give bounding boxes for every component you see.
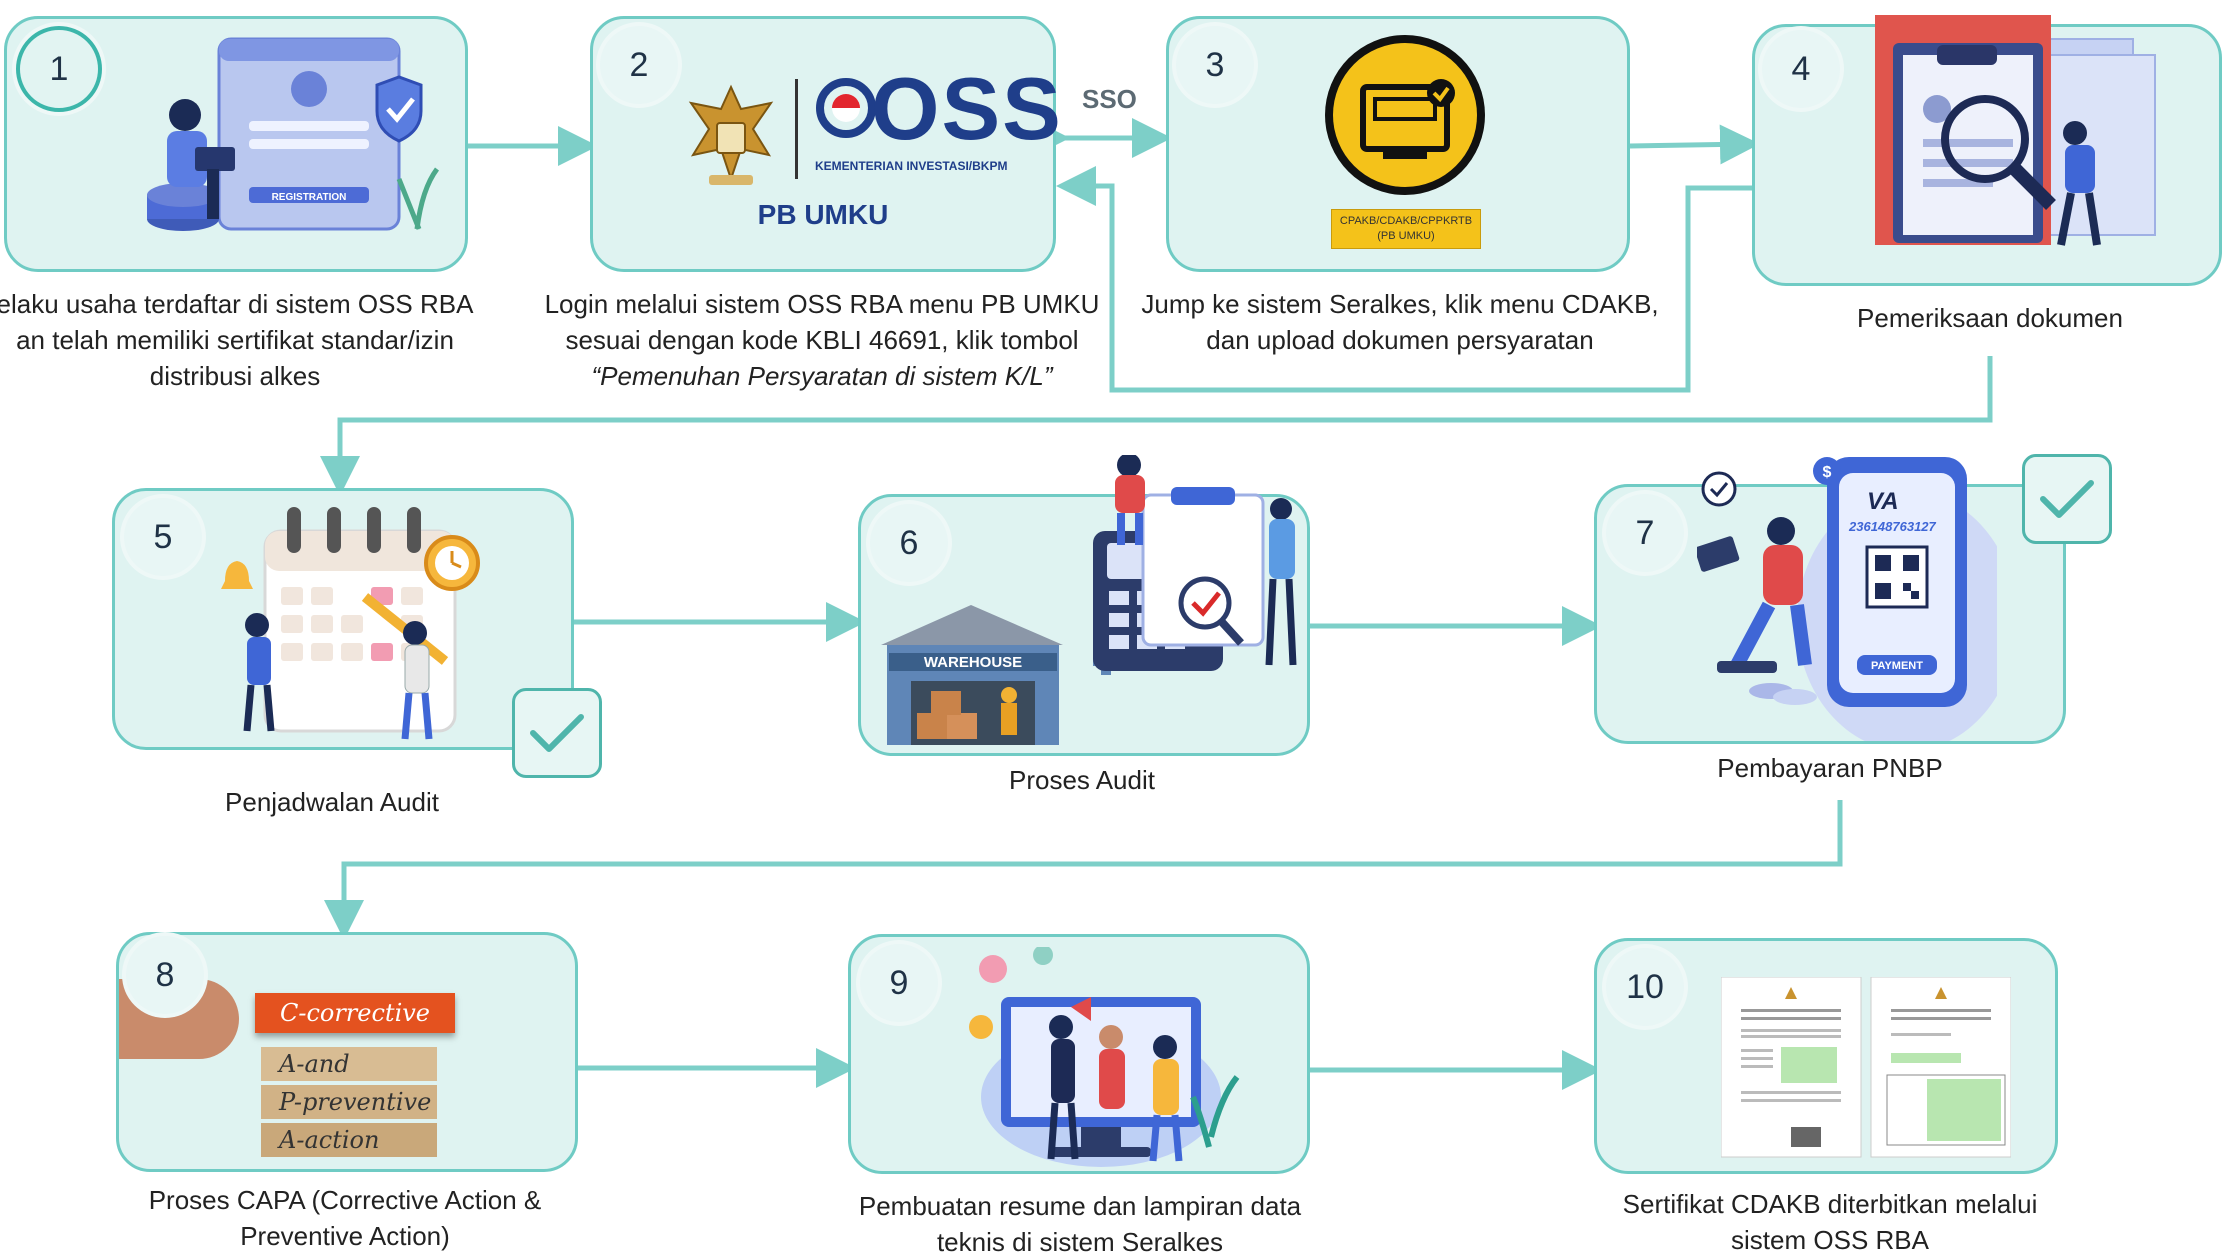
resume-creation-illustration — [969, 947, 1240, 1167]
step-3-caption-line-2: dan upload dokumen persyaratan — [1206, 325, 1594, 355]
document-badge-line2: (PB UMKU) — [1377, 230, 1435, 242]
step-6-number: 6 — [870, 504, 948, 582]
document-badge-line1: CPAKB/CDAKB/CPPKRTB — [1339, 215, 1473, 227]
registration-button-text: REGISTRATION — [272, 192, 347, 203]
capa-block-1: C-corrective — [255, 993, 455, 1033]
step-5-check-icon — [512, 688, 602, 778]
step-5-caption-line-1: Penjadwalan Audit — [225, 787, 439, 817]
step-9-caption: Pembuatan resume dan lampiran data tekni… — [810, 1188, 1350, 1260]
step-1-caption-line-2: an telah memiliki sertifikat standar/izi… — [16, 325, 454, 355]
step-1-number: 1 — [16, 26, 102, 112]
capa-block-2: A-and — [261, 1047, 437, 1081]
registration-illustration: REGISTRATION — [147, 37, 440, 231]
warehouse-sign-text: WAREHOUSE — [924, 654, 1022, 671]
step-6-caption: Proses Audit — [862, 762, 1302, 798]
step-3-caption-line-1: Jump ke sistem Seralkes, klik menu CDAKB… — [1141, 289, 1659, 319]
logo-divider — [795, 79, 798, 179]
step-10-caption-line-1: Sertifikat CDAKB diterbitkan melalui — [1622, 1189, 2038, 1219]
oss-logo-subtext: KEMENTERIAN INVESTASI/BKPM — [815, 159, 1008, 173]
document-review-illustration — [1875, 15, 2156, 246]
step-9-caption-line-1: Pembuatan resume dan lampiran data — [858, 1191, 1302, 1221]
step-9-caption-line-2: teknis di sistem Seralkes — [936, 1227, 1224, 1257]
step-9-number: 9 — [860, 944, 938, 1022]
arrow-return-2 — [1056, 166, 1760, 393]
step-1-caption: elaku usaha terdaftar di sistem OSS RBA … — [0, 286, 510, 394]
step-6-box: WAREHOUSE — [858, 455, 1310, 756]
step-6-caption-line-1: Proses Audit — [1009, 765, 1155, 795]
step-8-caption: Proses CAPA (Corrective Action & Prevent… — [80, 1182, 610, 1254]
step-4-caption: Pemeriksaan dokumen — [1770, 300, 2210, 336]
step-5-number: 5 — [124, 498, 202, 576]
arrow-7-8 — [324, 800, 1843, 940]
step-2-caption-line-3: “Pemenuhan Persyaratan di sistem K/L” — [591, 361, 1053, 391]
arrow-3-4 — [1629, 124, 1760, 165]
step-5-caption: Penjadwalan Audit — [112, 784, 552, 820]
payment-illustration: VA 236148763127 PAYMENT $ — [1697, 457, 1997, 741]
oss-logo-mark — [816, 78, 876, 138]
document-upload-icon — [1325, 35, 1485, 195]
step-4-number: 4 — [1762, 30, 1840, 108]
step-2-caption-line-1: Login melalui sistem OSS RBA menu PB UMK… — [544, 289, 1100, 319]
step-1-caption-line-3: distribusi alkes — [149, 361, 321, 391]
step-7-number: 7 — [1606, 494, 1684, 572]
certificate-documents-illustration — [1721, 977, 2011, 1158]
garuda-emblem — [688, 84, 774, 185]
warehouse-audit-illustration: WAREHOUSE — [881, 455, 1297, 745]
step-4-box — [1752, 15, 2222, 286]
step-10-caption-line-2: sistem OSS RBA — [1731, 1225, 1929, 1255]
step-3-caption: Jump ke sistem Seralkes, klik menu CDAKB… — [1110, 286, 1690, 358]
step-10-caption: Sertifikat CDAKB diterbitkan melalui sis… — [1560, 1186, 2100, 1258]
step-5-box — [112, 488, 574, 750]
audit-schedule-illustration — [221, 507, 480, 740]
step-2-caption: Login melalui sistem OSS RBA menu PB UMK… — [522, 286, 1122, 394]
payment-button-text: PAYMENT — [1871, 660, 1923, 672]
step-8-caption-line-2: Preventive Action) — [240, 1221, 450, 1251]
step-1-caption-line-1: elaku usaha terdaftar di sistem OSS RBA — [0, 289, 474, 319]
step-3-number: 3 — [1176, 26, 1254, 104]
step-10-number: 10 — [1606, 948, 1684, 1026]
document-badge: CPAKB/CDAKB/CPPKRTB (PB UMKU) — [1331, 209, 1481, 249]
va-number: 236148763127 — [1848, 519, 1937, 534]
dollar-glyph: $ — [1823, 464, 1832, 481]
step-8-caption-line-1: Proses CAPA (Corrective Action & — [148, 1185, 542, 1215]
capa-block-3: P-preventive — [261, 1085, 437, 1119]
step-4-caption-line-1: Pemeriksaan dokumen — [1857, 303, 2123, 333]
arrow-4-5 — [320, 356, 1993, 496]
step-8-number: 8 — [126, 936, 204, 1014]
step-7-caption: Pembayaran PNBP — [1610, 750, 2050, 786]
step-7-check-icon — [2022, 454, 2112, 544]
sso-label: SSO — [1082, 84, 1137, 114]
va-label: VA — [1867, 488, 1899, 515]
step-2-number: 2 — [600, 26, 678, 104]
step-10-box — [1594, 938, 2058, 1174]
oss-logo-text: OSS — [871, 59, 1063, 158]
step-2-caption-line-2: sesuai dengan kode KBLI 46691, klik tomb… — [565, 325, 1079, 355]
pb-umku-label: PB UMKU — [757, 199, 889, 230]
step-7-caption-line-1: Pembayaran PNBP — [1717, 753, 1943, 783]
capa-block-4: A-action — [261, 1123, 437, 1157]
